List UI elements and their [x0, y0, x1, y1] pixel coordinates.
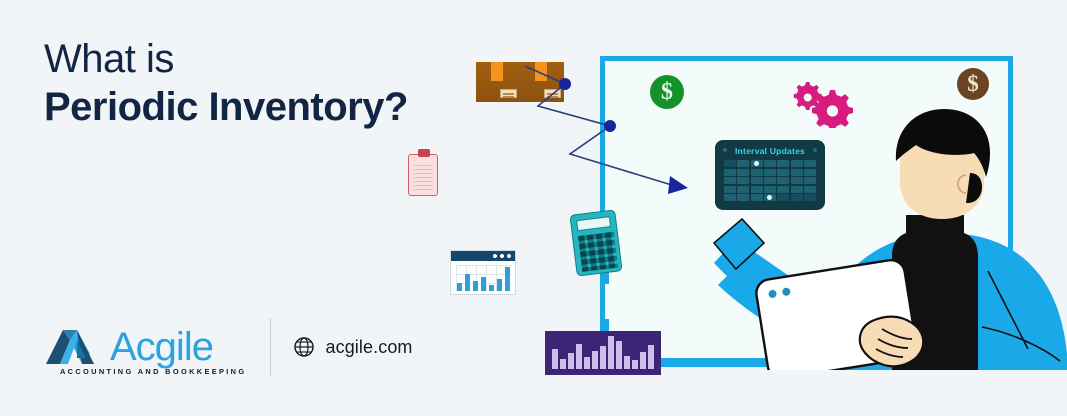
- panel-bar: [568, 353, 574, 369]
- calendar-cell: [777, 168, 790, 176]
- calendar-cell: [737, 177, 750, 185]
- calendar-cell: [750, 168, 763, 176]
- panel-bar: [552, 349, 558, 369]
- browser-chart-bar: [497, 279, 502, 291]
- headline-line-1: What is: [44, 37, 174, 81]
- coin-brown: $: [957, 68, 989, 100]
- logo[interactable]: Acgile ACCOUNTING AND BOOKKEEPING: [46, 318, 246, 376]
- calendar-cell: [804, 185, 816, 193]
- panel-bar: [576, 344, 582, 369]
- logo-wordmark: Acgile: [110, 325, 214, 369]
- calculator-screen: [576, 216, 612, 232]
- headline-line-2: Periodic Inventory?: [44, 85, 408, 129]
- calendar-cell: [724, 194, 736, 202]
- calendar-dot-left: [723, 148, 727, 152]
- calculator-icon: [569, 209, 623, 277]
- coin-green: $: [650, 75, 684, 109]
- package-box: [476, 62, 520, 102]
- browser-chart-bar: [481, 277, 486, 291]
- calendar-cell: [750, 177, 763, 185]
- calendar-cell: [804, 160, 816, 167]
- calendar-cell: [764, 185, 776, 193]
- panel-bar: [600, 346, 606, 369]
- calendar-cell: [724, 177, 736, 185]
- panel-bar: [624, 356, 630, 369]
- browser-chart-bar: [505, 267, 510, 291]
- coin-green-symbol: $: [661, 78, 673, 105]
- zigzag-arrow: [524, 65, 688, 194]
- gears-icon: [793, 82, 853, 128]
- calendar-cell: [737, 194, 750, 202]
- calendar-cell: [777, 194, 790, 202]
- clipboard-lines: [414, 165, 433, 191]
- logo-tagline: ACCOUNTING AND BOOKKEEPING: [60, 367, 247, 376]
- panel-bar: [648, 345, 654, 369]
- illustration: $ $ Interval Updates: [380, 0, 1067, 416]
- calendar-cell: [764, 194, 776, 202]
- clipboard-clip: [418, 149, 430, 157]
- calendar-cell: [724, 160, 736, 167]
- browser-chart-bar: [457, 283, 462, 291]
- panel-bar: [632, 360, 638, 369]
- calendar-cell: [724, 185, 736, 193]
- chart-panel-tick: [602, 319, 609, 333]
- coin-brown-symbol: $: [967, 71, 979, 96]
- person-illustration: [712, 109, 1067, 370]
- box-tape: [491, 62, 503, 81]
- panel-bar: [560, 359, 566, 369]
- brand-lockup: Acgile ACCOUNTING AND BOOKKEEPING acgile…: [46, 314, 413, 380]
- calendar-cell: [724, 168, 736, 176]
- panel-bar: [608, 336, 614, 369]
- calendar-cell: [790, 194, 803, 202]
- panel-bar: [640, 352, 646, 369]
- clipboard-icon: [408, 149, 438, 196]
- calendar-cell: [790, 168, 803, 176]
- website-link[interactable]: acgile.com: [293, 336, 412, 358]
- calendar-grid: [721, 160, 819, 202]
- page-title: What is Periodic Inventory?: [44, 36, 464, 132]
- panel-bar: [584, 357, 590, 369]
- calendar-cell: [764, 168, 776, 176]
- calendar-cell: [737, 185, 750, 193]
- calendar-cell: [790, 177, 803, 185]
- browser-chart-bar: [465, 274, 470, 291]
- calendar-cell: [750, 194, 763, 202]
- bar-chart-panel: [545, 331, 661, 375]
- browser-chart-plot: [456, 265, 512, 291]
- brand-divider: [270, 318, 272, 376]
- mountain-a-icon: [46, 330, 94, 364]
- calendar-cell: [764, 177, 776, 185]
- calendar-title: Interval Updates: [734, 146, 806, 156]
- browser-chart-bar: [489, 285, 494, 291]
- calendar-cell: [750, 185, 763, 193]
- calendar-cell: [750, 160, 763, 167]
- browser-chart-bar: [473, 281, 478, 291]
- panel-bar: [616, 341, 622, 369]
- calendar-cell: [804, 177, 816, 185]
- browser-titlebar: [451, 251, 515, 261]
- box-label: [500, 89, 517, 98]
- globe-icon: [294, 337, 315, 357]
- calendar-cell: [804, 194, 816, 202]
- calendar-cell: [804, 168, 816, 176]
- calendar-cell: [777, 160, 790, 167]
- logo-top-row: Acgile: [46, 318, 246, 369]
- panel-bar: [592, 351, 598, 369]
- calendar-cell: [764, 160, 776, 167]
- calculator-keys: [578, 231, 619, 272]
- calendar-dot-right: [813, 148, 817, 152]
- calendar-cell: [777, 177, 790, 185]
- calendar-cell: [737, 160, 750, 167]
- calendar-widget[interactable]: Interval Updates: [715, 140, 825, 210]
- box-tape: [535, 62, 547, 81]
- browser-window-dots: [493, 254, 511, 258]
- calendar-cell: [790, 160, 803, 167]
- browser-chart-window[interactable]: [450, 250, 516, 295]
- calendar-cell: [777, 185, 790, 193]
- website-url: acgile.com: [325, 336, 413, 357]
- package-box: [520, 62, 564, 102]
- calendar-cell: [737, 168, 750, 176]
- calendar-cell: [790, 185, 803, 193]
